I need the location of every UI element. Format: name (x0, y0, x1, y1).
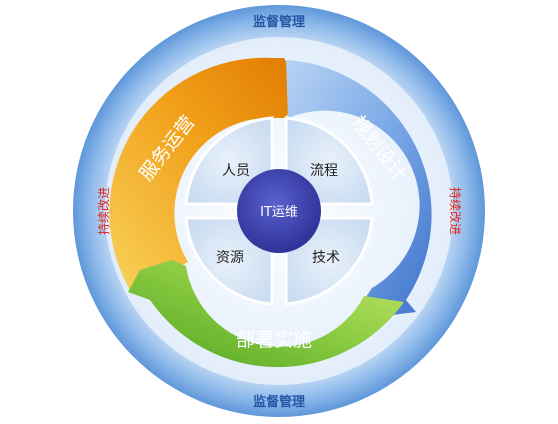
quadrant-label-people: 人员 (222, 163, 250, 179)
left-continuous-improvement-label: 持续改进 (96, 187, 111, 235)
center-disc (237, 169, 321, 253)
center-it-ops-label: IT运维 (260, 205, 298, 220)
planning-design-arc (286, 60, 432, 316)
right-continuous-improvement-label: 持续改进 (448, 187, 463, 235)
service-operation-arc (109, 57, 300, 290)
bottom-supervision-label: 监督管理 (253, 394, 305, 410)
deployment-arc (128, 260, 404, 368)
quadrant-label-process: 流程 (310, 163, 338, 179)
quadrant-label-technology: 技术 (312, 250, 340, 266)
quadrant-label-resources: 资源 (216, 250, 244, 266)
deployment-label: 部署实施 (236, 329, 312, 351)
top-supervision-label: 监督管理 (253, 14, 305, 30)
